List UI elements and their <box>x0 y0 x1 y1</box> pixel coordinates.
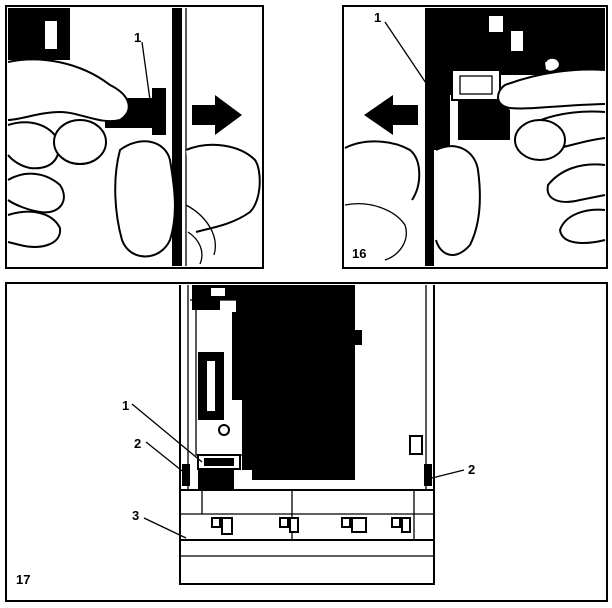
callout-leader <box>384 21 433 93</box>
ribbon-cable <box>198 469 234 489</box>
bezel-button <box>391 517 401 528</box>
drive-frame-bottom <box>179 539 435 585</box>
callout-label-2-left: 2 <box>134 436 141 451</box>
ribbon-connector <box>458 100 510 140</box>
latch-right <box>424 464 432 486</box>
panel-frame <box>5 282 608 602</box>
board-component <box>209 286 227 298</box>
screw-head <box>544 56 562 73</box>
callout-leader-3 <box>143 517 187 539</box>
figure-number: 17 <box>16 572 30 587</box>
arrow-left-icon <box>364 95 418 135</box>
callout-label-1: 1 <box>122 398 129 413</box>
panel-frame <box>5 5 264 269</box>
callout-label-2-right: 2 <box>468 462 475 477</box>
latch-left <box>182 464 190 486</box>
connector-socket-inner <box>459 75 493 95</box>
board-component <box>487 14 505 34</box>
background-dark-region <box>8 8 70 60</box>
callout-leader-2-right <box>431 469 465 479</box>
bezel-button <box>341 517 351 528</box>
hand-illustration <box>344 68 606 261</box>
board-component <box>509 29 525 53</box>
panel-bottom: 1 2 2 3 17 <box>5 282 608 602</box>
panel-top-right: 1 16 <box>342 5 608 269</box>
ribbon-connector-pins <box>204 458 234 466</box>
figure-number: 16 <box>352 246 366 261</box>
connector-slot <box>43 19 59 51</box>
side-clip <box>409 435 423 455</box>
board-hole <box>218 424 230 436</box>
bezel-button <box>351 517 367 533</box>
board-dark-region <box>425 8 605 150</box>
bezel-button <box>401 517 411 533</box>
front-bezel <box>179 489 435 541</box>
callout-leader <box>141 41 151 101</box>
callout-label-3: 3 <box>132 508 139 523</box>
panel-top-left: 1 <box>5 5 264 269</box>
bezel-button <box>221 517 233 535</box>
board-edge <box>172 8 182 266</box>
bezel-button <box>289 517 299 533</box>
bezel-button <box>211 517 221 528</box>
circuit-board <box>232 285 362 480</box>
bezel-button <box>279 517 289 528</box>
callout-label: 1 <box>374 10 381 25</box>
hand-illustration <box>7 58 261 265</box>
arrow-right-icon <box>192 95 242 135</box>
callout-label: 1 <box>134 30 141 45</box>
board-chip-inner <box>205 359 217 413</box>
board-edge <box>425 8 434 266</box>
callout-leader-1 <box>131 403 203 463</box>
connector-socket <box>451 69 501 101</box>
panel-frame <box>342 5 608 269</box>
callout-leader-2-left <box>145 441 187 475</box>
